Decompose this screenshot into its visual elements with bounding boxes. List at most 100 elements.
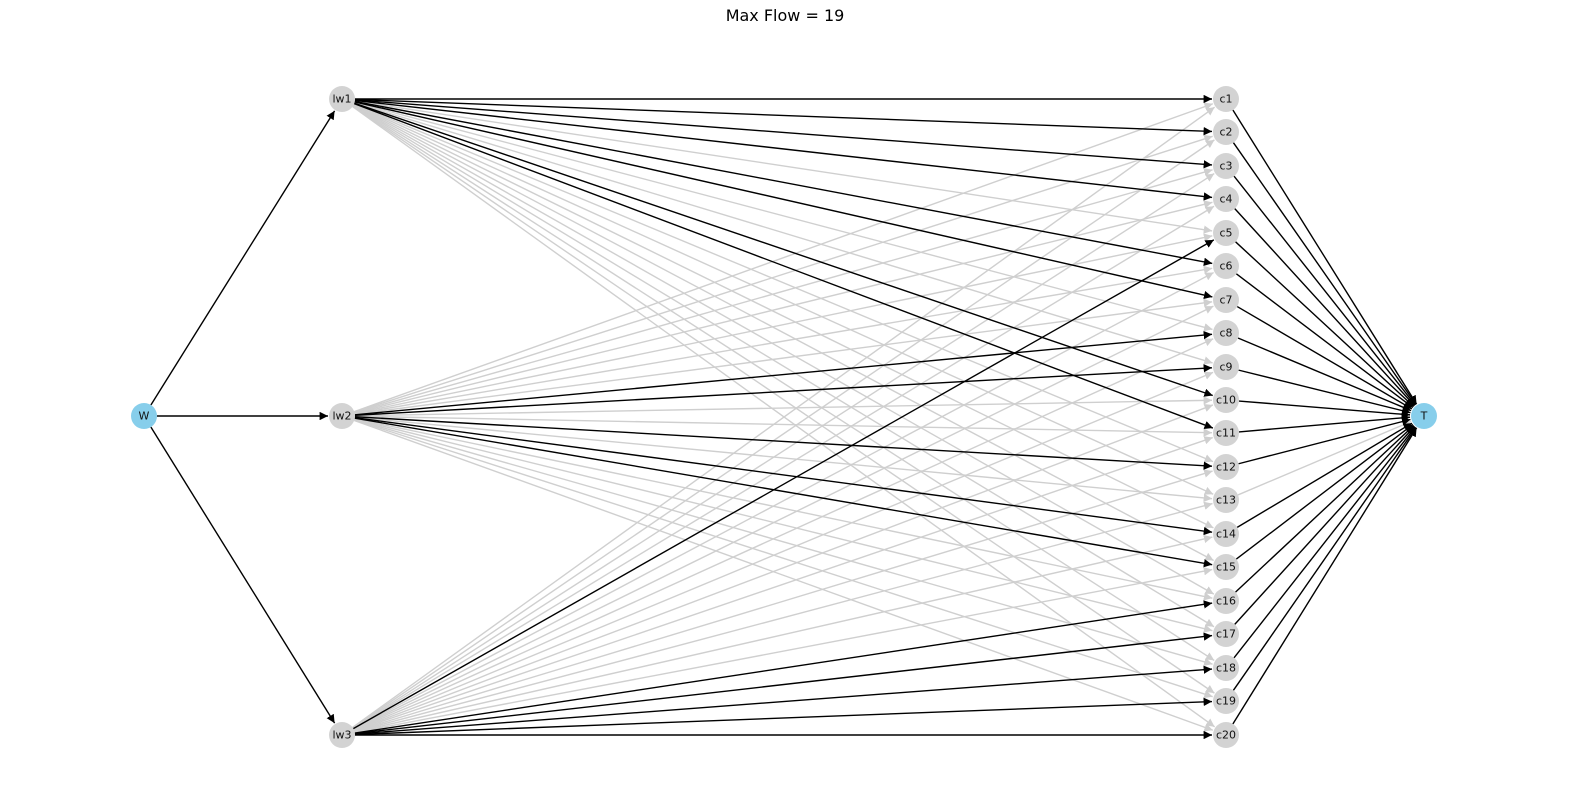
node-circle bbox=[329, 86, 355, 112]
edge-lw3-c13 bbox=[354, 501, 1213, 733]
edge-lw1-c19 bbox=[352, 105, 1215, 694]
edge-c4-T bbox=[1234, 208, 1416, 407]
node-c13: c13 bbox=[1213, 487, 1239, 513]
node-label: T bbox=[1420, 410, 1428, 423]
node-circle bbox=[1213, 722, 1239, 748]
edge-lw1-c18 bbox=[352, 105, 1215, 662]
node-c8: c8 bbox=[1213, 320, 1239, 346]
edge-lw3-c17 bbox=[354, 632, 1213, 735]
node-label: c4 bbox=[1219, 193, 1232, 206]
node-label: lw3 bbox=[332, 729, 351, 742]
node-c1: c1 bbox=[1213, 86, 1239, 112]
edge-lw2-c16 bbox=[354, 417, 1213, 601]
edge-lw3-c14 bbox=[354, 534, 1213, 733]
edge-c17-T bbox=[1234, 425, 1416, 625]
edge-lw1-c6 bbox=[354, 100, 1213, 266]
node-circle bbox=[1411, 403, 1437, 429]
edge-lw1-c10 bbox=[354, 102, 1213, 397]
node-label: c9 bbox=[1219, 361, 1232, 374]
edge-c7-T bbox=[1236, 305, 1413, 410]
node-c10: c10 bbox=[1213, 387, 1239, 413]
node-lw2: lw2 bbox=[329, 403, 355, 429]
edge-c19-T bbox=[1232, 427, 1417, 691]
edge-c5-T bbox=[1235, 241, 1415, 408]
edge-lw1-c12 bbox=[353, 103, 1214, 463]
edge-lw1-c3 bbox=[354, 99, 1213, 169]
node-label: lw2 bbox=[332, 410, 351, 423]
edge-lw2-c11 bbox=[354, 415, 1213, 437]
flow-edges-layer bbox=[150, 94, 1418, 740]
node-c4: c4 bbox=[1213, 186, 1239, 212]
edge-c9-T bbox=[1238, 369, 1411, 415]
node-label: c18 bbox=[1216, 662, 1236, 675]
edge-c16-T bbox=[1235, 425, 1415, 593]
edge-c8-T bbox=[1237, 337, 1412, 412]
edge-lw2-c3 bbox=[354, 168, 1213, 414]
node-circle bbox=[1213, 688, 1239, 714]
node-circle bbox=[1213, 621, 1239, 647]
edge-lw1-c14 bbox=[353, 104, 1214, 529]
edge-lw3-c8 bbox=[353, 338, 1214, 731]
edge-lw2-c1 bbox=[354, 102, 1214, 413]
node-label: c1 bbox=[1219, 93, 1232, 106]
node-circle bbox=[1213, 387, 1239, 413]
node-c18: c18 bbox=[1213, 655, 1239, 681]
node-label: c13 bbox=[1216, 494, 1236, 507]
edge-lw2-c6 bbox=[354, 265, 1213, 415]
node-c17: c17 bbox=[1213, 621, 1239, 647]
edge-lw1-c4 bbox=[354, 99, 1213, 201]
edge-lw3-c2 bbox=[352, 139, 1215, 729]
node-circle bbox=[1213, 521, 1239, 547]
edge-lw3-c7 bbox=[353, 305, 1214, 730]
edge-lw2-c9 bbox=[354, 364, 1213, 416]
node-c19: c19 bbox=[1213, 688, 1239, 714]
edge-lw2-c7 bbox=[354, 298, 1213, 416]
node-lw3: lw3 bbox=[329, 722, 355, 748]
node-c16: c16 bbox=[1213, 588, 1239, 614]
edge-c3-T bbox=[1233, 175, 1416, 406]
edge-c14-T bbox=[1236, 422, 1413, 528]
node-circle bbox=[1213, 588, 1239, 614]
node-circle bbox=[1213, 487, 1239, 513]
node-circle bbox=[1213, 354, 1239, 380]
node-c3: c3 bbox=[1213, 153, 1239, 179]
idle-edges-layer bbox=[352, 100, 1412, 734]
edge-lw2-c8 bbox=[354, 330, 1213, 416]
edge-lw1-c9 bbox=[354, 102, 1213, 365]
node-circle bbox=[329, 403, 355, 429]
node-circle bbox=[329, 722, 355, 748]
node-c7: c7 bbox=[1213, 287, 1239, 313]
edge-lw1-c15 bbox=[353, 104, 1214, 562]
node-label: W bbox=[139, 410, 150, 423]
edge-lw1-c8 bbox=[354, 101, 1213, 332]
node-label: c2 bbox=[1219, 126, 1232, 139]
node-label: c7 bbox=[1219, 294, 1232, 307]
node-label: c10 bbox=[1216, 394, 1236, 407]
edge-lw3-c16 bbox=[354, 600, 1213, 734]
edge-lw1-c11 bbox=[353, 102, 1214, 430]
edge-lw3-c15 bbox=[354, 567, 1213, 734]
edge-lw3-c6 bbox=[353, 271, 1214, 730]
edge-lw1-c16 bbox=[352, 104, 1215, 595]
edge-lw3-c4 bbox=[352, 205, 1215, 729]
node-lw1: lw1 bbox=[329, 86, 355, 112]
edge-lw2-c19 bbox=[354, 419, 1213, 699]
edge-lw3-c9 bbox=[353, 371, 1214, 731]
edge-lw3-c3 bbox=[352, 172, 1215, 729]
edge-lw1-c5 bbox=[354, 100, 1213, 234]
edge-lw3-c1 bbox=[352, 106, 1216, 728]
edge-W-lw1 bbox=[150, 110, 336, 406]
edge-lw3-c18 bbox=[354, 665, 1213, 735]
edge-c6-T bbox=[1235, 273, 1414, 409]
node-label: c15 bbox=[1216, 561, 1236, 574]
edge-lw2-c2 bbox=[354, 134, 1213, 413]
node-label: c16 bbox=[1216, 595, 1236, 608]
node-circle bbox=[1213, 655, 1239, 681]
node-T: T bbox=[1411, 403, 1437, 429]
node-circle bbox=[1213, 186, 1239, 212]
node-c20: c20 bbox=[1213, 722, 1239, 748]
edge-lw3-c5 bbox=[352, 239, 1215, 730]
edge-c2-T bbox=[1232, 142, 1417, 405]
node-circle bbox=[1213, 253, 1239, 279]
